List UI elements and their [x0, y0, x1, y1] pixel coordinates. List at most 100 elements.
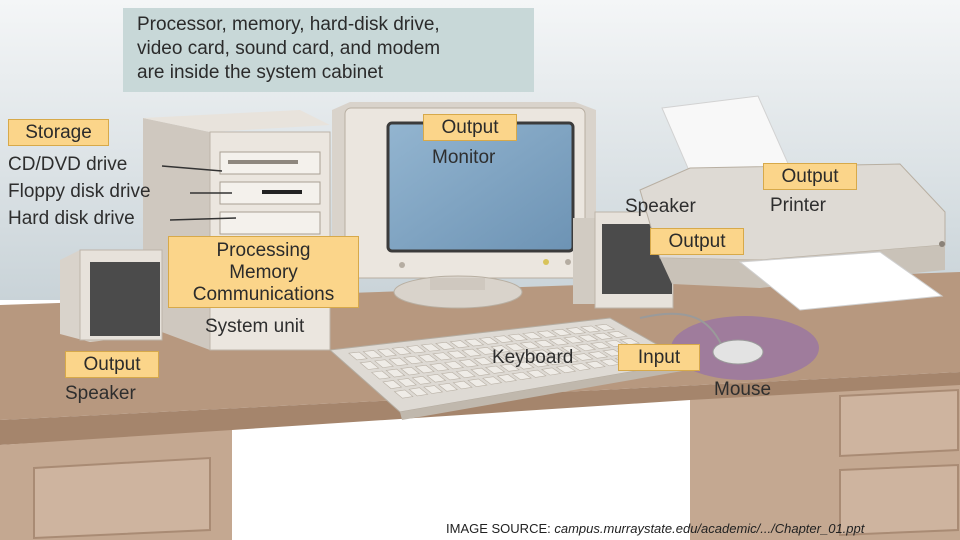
hard-disk-drive-label: Hard disk drive [8, 208, 135, 229]
keyboard-key [432, 352, 453, 361]
system-unit-tag: Processing Memory Communications [168, 236, 359, 308]
keyboard-key [551, 328, 572, 336]
monitor-label: Monitor [432, 147, 496, 168]
mouse-label: Mouse [714, 379, 772, 400]
keyboard-key [452, 380, 473, 390]
keyboard-key [577, 334, 599, 342]
floppy-disk-drive-label: Floppy disk drive [8, 181, 151, 202]
keyboard-key [516, 351, 538, 360]
keyboard-key [435, 341, 456, 350]
system-unit-label: System unit [205, 316, 305, 337]
cabinet-note-line-1: Processor, memory, hard-disk drive, [137, 14, 440, 35]
keyboard-key [531, 349, 553, 358]
keyboard-key [514, 361, 535, 370]
keyboard-key [443, 361, 465, 370]
processing-label: Processing [216, 240, 311, 261]
printer-label: Printer [770, 195, 826, 216]
keyboard-key [548, 338, 570, 346]
keyboard-key [482, 376, 503, 385]
keyboard-key [519, 341, 541, 350]
keyboard-key [536, 330, 558, 338]
keyboard-key [585, 360, 606, 369]
keyboard-key [426, 373, 447, 383]
image-source-credit: IMAGE SOURCE: campus.murraystate.edu/aca… [446, 521, 864, 536]
keyboard-key [496, 374, 518, 383]
keyboard-key [470, 367, 491, 376]
keyboard-key [370, 370, 391, 380]
keyboard-key [359, 361, 380, 370]
keyboard-key [526, 369, 547, 378]
mouse [639, 312, 819, 380]
cabinet-note: Processor, memory, hard-disk drive, vide… [123, 8, 534, 92]
keyboard-key [555, 365, 577, 374]
keyboard-key [414, 364, 435, 374]
keyboard-key [558, 355, 579, 363]
keyboard-key [473, 357, 494, 366]
keyboard-key [507, 333, 529, 342]
keyboard-key [400, 366, 421, 376]
keyboard-key [437, 383, 458, 392]
keyboard-key [502, 353, 523, 362]
left-speaker-output-tag: Output [65, 351, 159, 378]
keyboard-label: Keyboard [492, 347, 574, 368]
keyboard-key [499, 363, 520, 372]
keyboard-key [385, 368, 406, 378]
keyboard-key [396, 378, 417, 387]
system-unit-tower [143, 110, 331, 351]
keyboard-key [449, 340, 470, 349]
keyboard-key [606, 330, 628, 338]
keyboard-key [594, 323, 616, 331]
keyboard-key [455, 369, 476, 379]
keyboard-key [391, 346, 412, 356]
keyboard-key [406, 345, 427, 354]
mouse-input-tag: Input [618, 344, 700, 371]
keyboard-key [411, 376, 432, 385]
keyboard-key [563, 336, 584, 344]
cabinet-note-line-2: video card, sound card, and modem [137, 38, 441, 59]
keyboard-key [587, 351, 609, 359]
keyboard-key [475, 346, 497, 355]
printer-output-tag: Output [763, 163, 857, 190]
keyboard-key [543, 357, 565, 366]
keyboard-key [505, 343, 526, 352]
keyboard-key [377, 348, 397, 357]
storage-leader-lines [161, 165, 237, 221]
keyboard-key [487, 355, 509, 364]
keyboard-key [423, 385, 444, 394]
image-source-prefix: IMAGE SOURCE: [446, 521, 555, 536]
monitor [332, 102, 596, 309]
storage-tag: Storage [8, 119, 109, 146]
keyboard-key [393, 389, 414, 399]
left-speaker [60, 249, 163, 342]
keyboard-key [511, 371, 532, 381]
keyboard-key [417, 354, 438, 363]
keyboard-key [484, 365, 506, 374]
keyboard-key [522, 332, 543, 340]
right-speaker-output-tag: Output [650, 228, 744, 255]
keyboard-key [565, 327, 587, 335]
keyboard-key [374, 359, 394, 368]
cabinet-note-line-3: are inside the system cabinet [137, 62, 384, 83]
left-speaker-label: Speaker [65, 383, 136, 404]
cd-dvd-drive-label: CD/DVD drive [8, 154, 128, 175]
keyboard-key [580, 325, 601, 333]
keyboard-key [490, 345, 511, 353]
keyboard-key [534, 339, 555, 348]
keyboard-key [493, 335, 514, 343]
keyboard-key [461, 348, 482, 357]
keyboard-key [446, 350, 467, 359]
keyboard-key [478, 337, 499, 345]
keyboard-key [560, 345, 582, 354]
keyboard-key [440, 371, 462, 381]
keyboard-key [528, 359, 550, 368]
keyboard-key [540, 367, 562, 376]
keyboard-key [575, 343, 597, 352]
keyboard-key [570, 363, 591, 371]
keyboard-key [467, 378, 488, 387]
keyboard-key [388, 357, 409, 367]
keyboard-key [546, 347, 567, 356]
keyboard-key [429, 362, 450, 372]
keyboard-key [619, 338, 641, 345]
keyboard-key [572, 353, 594, 361]
